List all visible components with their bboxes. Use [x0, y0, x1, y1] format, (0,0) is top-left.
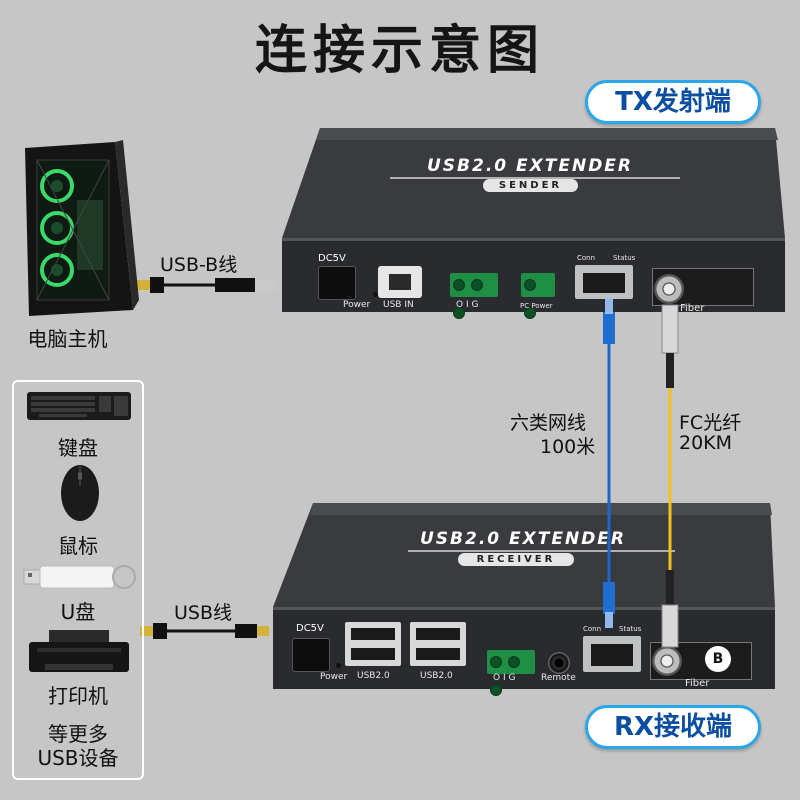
usb-cable-label: USB线: [174, 602, 233, 624]
receiver-logo: USB2.0 EXTENDER: [420, 529, 627, 549]
sender-pc-power-terminal: [521, 273, 555, 319]
usb-drive-image: [23, 565, 136, 589]
more-devices-label-2: USB设备: [37, 746, 119, 770]
sender-oig-label: O I G: [456, 300, 479, 310]
receiver-usb1-label: USB2.0: [357, 671, 390, 681]
receiver-power-label: Power: [320, 672, 348, 682]
receiver-usb2-label: USB2.0: [420, 671, 453, 681]
sender-sublogo: SENDER: [483, 179, 578, 192]
network-cable-label-2: 100米: [540, 436, 596, 458]
rx-badge: RX接收端: [585, 705, 761, 749]
sender-pc-power-label: PC Power: [520, 302, 553, 310]
sender-oig-terminal: [450, 273, 498, 319]
receiver-oig-label: O I G: [493, 673, 516, 683]
receiver-fc-connector: [652, 646, 682, 676]
receiver-fiber-label: Fiber: [685, 678, 710, 689]
tx-badge: TX发射端: [585, 80, 761, 124]
mouse-image: [61, 465, 99, 521]
mouse-label: 鼠标: [58, 534, 98, 558]
fiber-cable-label-2: 20KM: [679, 432, 733, 454]
sender-fiber-label: Fiber: [680, 303, 705, 314]
network-cable-label-1: 六类网线: [510, 412, 587, 434]
fiber-cable-label-1: FC光纤: [679, 412, 742, 434]
receiver-dc-jack: [292, 638, 330, 672]
printer-label: 打印机: [48, 684, 108, 708]
receiver-status-label: Status: [619, 625, 642, 633]
more-devices-label-1: 等更多: [48, 722, 108, 746]
sender-status-label: Status: [613, 254, 636, 262]
receiver-usb-port-1: [345, 622, 401, 666]
usb-drive-label: U盘: [60, 600, 96, 624]
sender-usb-in-label: USB IN: [383, 300, 414, 310]
sender-fc-connector: [654, 274, 684, 304]
usb-devices-box: [12, 380, 144, 780]
sender-conn-label: Conn: [577, 254, 596, 262]
page-title: 连接示意图: [254, 21, 545, 81]
sender-dc-jack: [318, 266, 356, 300]
receiver-remote-jack: [548, 652, 570, 674]
printer-image: [29, 630, 129, 672]
net-plug-top: [603, 312, 615, 344]
receiver-usb-port-2: [410, 622, 466, 666]
pc-label: 电脑主机: [27, 327, 108, 351]
receiver-power-led: [336, 663, 341, 668]
sender-power-label: Power: [343, 300, 371, 310]
receiver-sublogo: RECEIVER: [458, 553, 574, 566]
sender-usb-b-port: [378, 266, 422, 298]
receiver-remote-label: Remote: [541, 673, 576, 683]
usb-b-cable-label: USB-B线: [160, 254, 238, 276]
sender-rj45-port: [575, 265, 633, 299]
receiver-fiber-badge: B: [705, 646, 731, 672]
keyboard-label: 键盘: [58, 436, 98, 460]
receiver-oig-terminal: [487, 650, 535, 696]
net-plug-bottom: [603, 582, 615, 614]
sender-power-led: [373, 292, 378, 297]
keyboard-image: [27, 392, 131, 420]
sender-dc-label: DC5V: [318, 253, 346, 264]
receiver-conn-label: Conn: [583, 625, 602, 633]
receiver-rj45-port: [583, 636, 641, 672]
sender-logo: USB2.0 EXTENDER: [427, 156, 634, 176]
receiver-dc-label: DC5V: [296, 623, 324, 634]
pc-tower-image: [25, 140, 139, 316]
